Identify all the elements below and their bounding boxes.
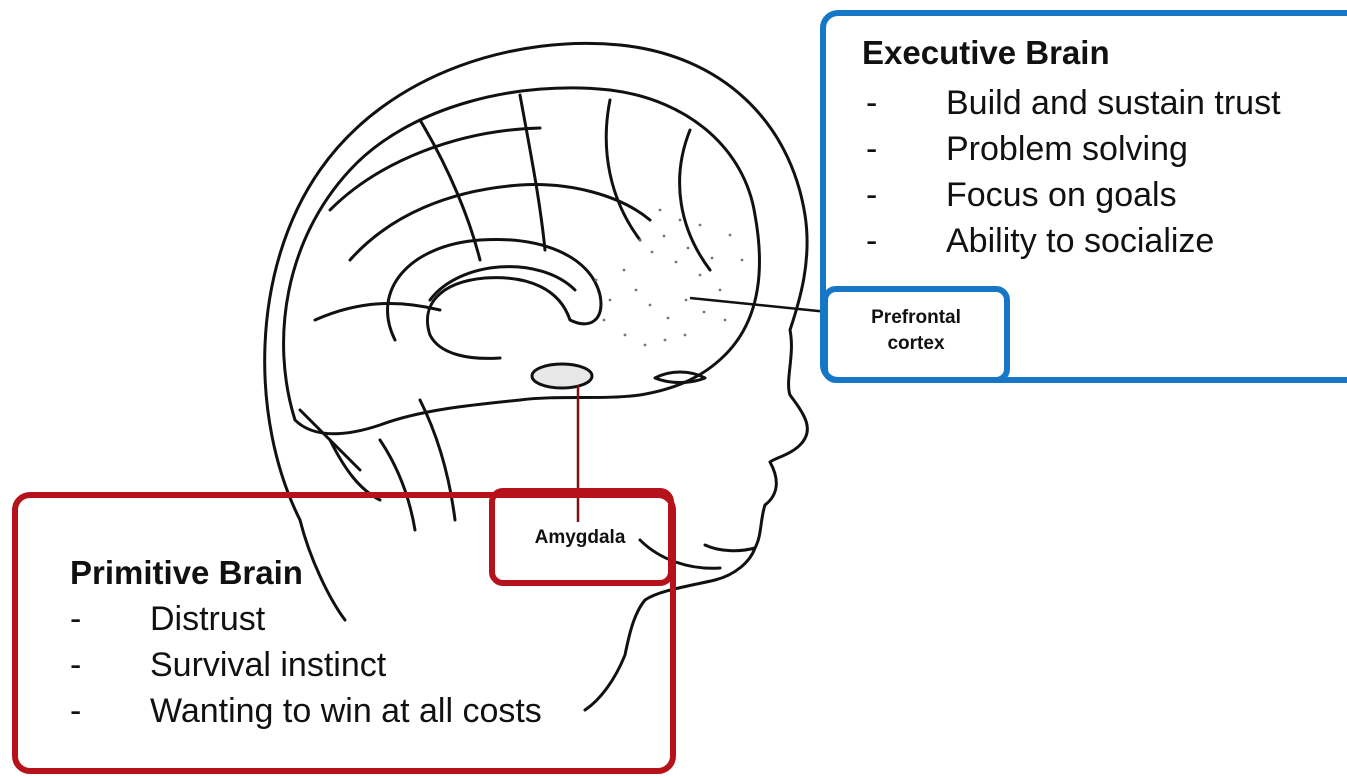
prefrontal-cortex-box bbox=[822, 286, 1010, 383]
list-item: -Survival instinct bbox=[70, 646, 387, 684]
brain-outline bbox=[282, 86, 762, 436]
prefrontal-leader-line bbox=[689, 296, 829, 314]
list-item: -Focus on goals bbox=[866, 176, 1177, 214]
executive-brain-title: Executive Brain bbox=[862, 34, 1110, 71]
executive-brain-list: -Build and sustain trust -Problem solvin… bbox=[866, 80, 1336, 264]
list-item: -Ability to socialize bbox=[866, 222, 1215, 260]
list-item: -Problem solving bbox=[866, 130, 1188, 168]
amygdala-shape bbox=[530, 362, 594, 390]
head-outline bbox=[263, 41, 809, 712]
primitive-brain-box bbox=[12, 492, 676, 774]
executive-brain-box bbox=[820, 10, 1347, 383]
prefrontal-cortex-label: Prefrontal cortex bbox=[871, 307, 961, 354]
amygdala-box bbox=[489, 488, 674, 586]
primitive-brain-list: -Distrust -Survival instinct -Wanting to… bbox=[70, 596, 630, 734]
list-item: -Distrust bbox=[70, 600, 266, 638]
primitive-brain-title: Primitive Brain bbox=[70, 554, 303, 591]
list-item: -Build and sustain trust bbox=[866, 84, 1281, 122]
list-item: -Wanting to win at all costs bbox=[70, 692, 542, 730]
amygdala-label: Amygdala bbox=[534, 527, 626, 548]
